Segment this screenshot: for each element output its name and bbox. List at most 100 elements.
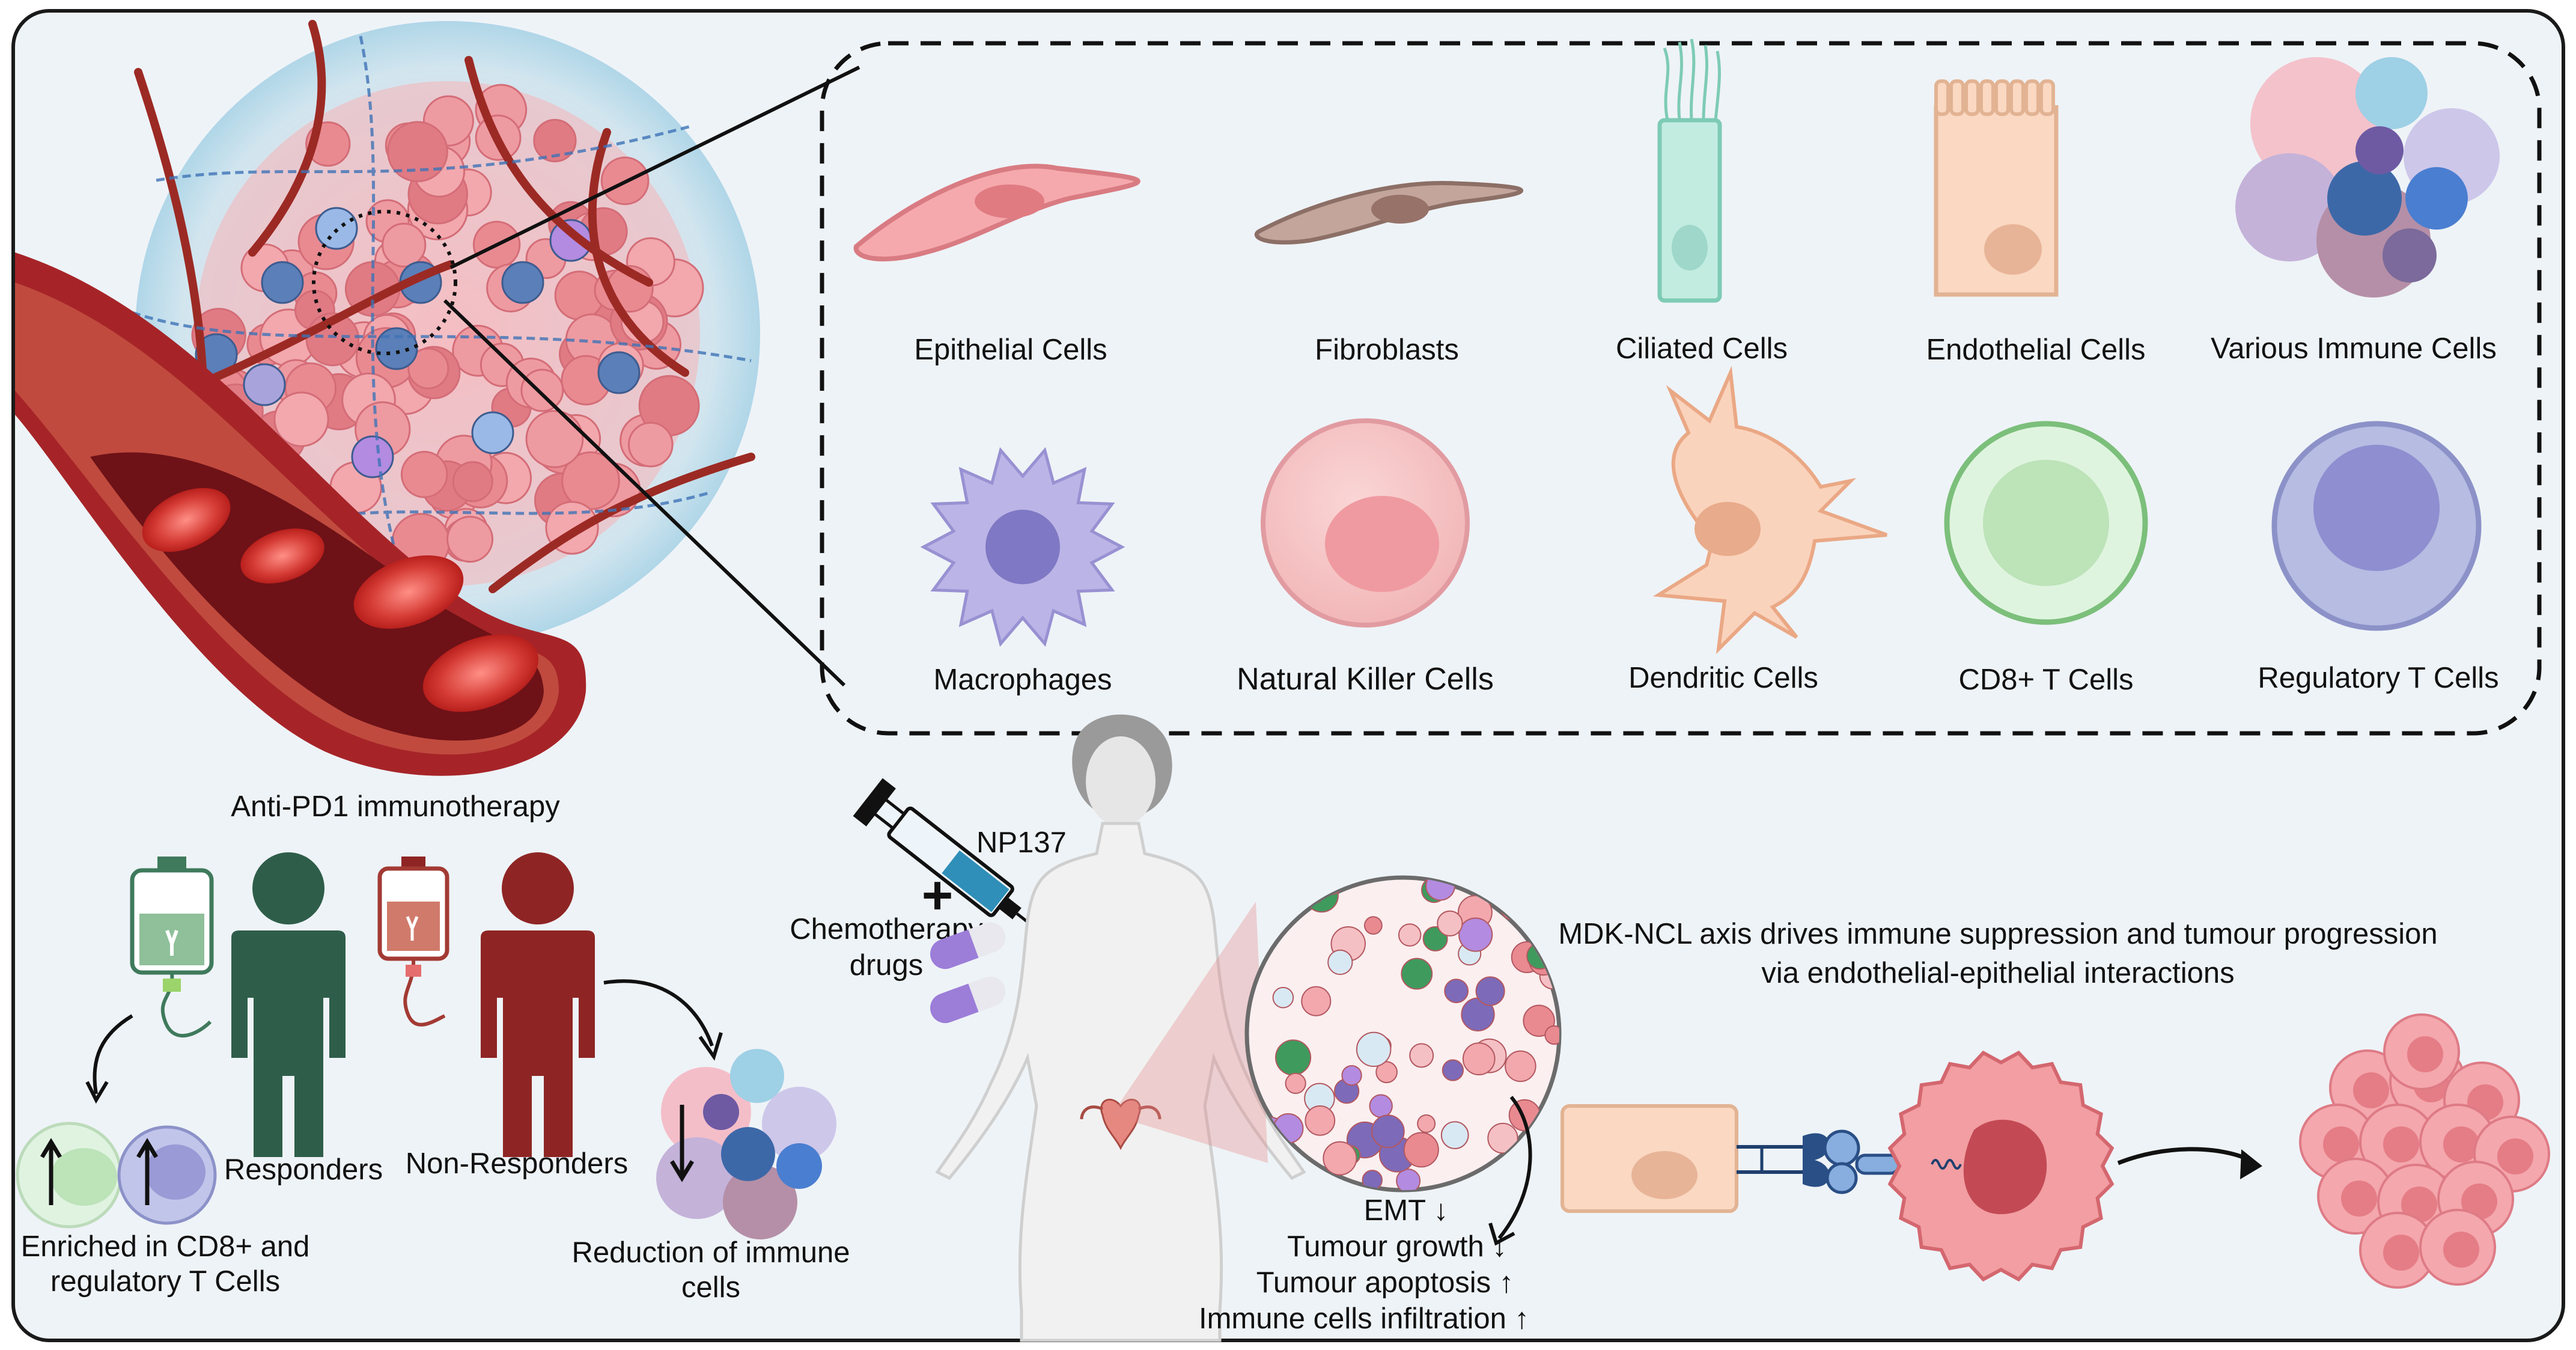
syringe-icon (853, 778, 1070, 956)
immune-cell (315, 207, 358, 250)
cluster-nucleus (2341, 1180, 2377, 1217)
lens-cell (1417, 1114, 1436, 1133)
lens-cell (1327, 949, 1353, 976)
label-dendritic-cells: Dendritic Cells (1628, 662, 1818, 694)
cluster-nucleus (2353, 1072, 2389, 1108)
epithelial-cell-icon (853, 163, 1140, 261)
lens-cell (1398, 923, 1422, 947)
mechanism-line-1: MDK-NCL axis drives immune suppression a… (1558, 918, 2437, 950)
lens-cell (1462, 1042, 1496, 1076)
immune-cell (351, 435, 394, 478)
cluster-nucleus (2383, 1126, 2419, 1162)
lens-cell (1409, 1043, 1434, 1068)
plus-sign: + (922, 866, 954, 926)
magnify-cone (1112, 902, 1268, 1163)
lens-cell (1505, 1050, 1536, 1083)
non-responder-arrow (603, 979, 714, 1047)
cluster-nucleus (2401, 1187, 2437, 1223)
various-immune-cells-icon (2235, 57, 2500, 298)
chemo-label-line-2: drugs (850, 949, 924, 982)
cluster-nucleus (2407, 1036, 2443, 1072)
lens-cell (1341, 1064, 1362, 1086)
lens-cell (1437, 910, 1463, 937)
lens-cell (1323, 1141, 1357, 1176)
lens-cell (1544, 1025, 1559, 1045)
zoom-line-top (449, 66, 860, 269)
outcome-tumour-apoptosis: Tumour apoptosis ↑ (1256, 1266, 1514, 1299)
reduced-immune-cells-icon (656, 1049, 836, 1239)
lens-cell (1401, 958, 1433, 990)
lens-cell (1363, 916, 1383, 935)
lens-cell (1444, 979, 1469, 1004)
non-responder-iv-bag-icon (377, 857, 449, 1027)
reduction-line-1: Reduction of immune (571, 1236, 850, 1269)
regulatory-t-cell-icon (2271, 421, 2482, 631)
lens-cell (1442, 1059, 1464, 1081)
cluster-nucleus (2443, 1232, 2479, 1268)
macrophage-icon (920, 447, 1125, 647)
responder-arrow (93, 1014, 133, 1095)
pill-icon (930, 922, 1006, 1024)
outcome-tumour-growth: Tumour growth ↓ (1287, 1230, 1507, 1263)
lens-cell (1375, 1061, 1398, 1084)
lens-cell (1305, 1105, 1336, 1136)
dendritic-cell-icon (1652, 365, 1888, 655)
tumour-cell (627, 421, 674, 468)
tumour-cell (525, 410, 584, 468)
cancer-cell-icon (1887, 1050, 2115, 1282)
lens-cell (1356, 1031, 1392, 1067)
zoom-line-bottom (443, 299, 846, 687)
reduction-line-2: cells (681, 1271, 740, 1304)
responder-person-icon (231, 852, 346, 1157)
immunotherapy-title: Anti-PD1 immunotherapy (231, 790, 560, 823)
lens-cell (1475, 976, 1505, 1006)
enriched-line-1: Enriched in CD8+ and (21, 1230, 310, 1263)
enriched-line-2: regulatory T Cells (50, 1265, 280, 1298)
drug-label: NP137 (976, 826, 1067, 859)
endothelial-cell-icon (1934, 79, 2059, 297)
label-macrophages: Macrophages (934, 664, 1112, 696)
immune-cell (501, 261, 544, 304)
iv-bag-icon (130, 857, 214, 1037)
tumour-cell (520, 368, 564, 412)
endothelial-epithelial-interaction-icon (1561, 1104, 1932, 1213)
blood-vessel-icon (15, 252, 586, 776)
label-various-immune-cells: Various Immune Cells (2211, 332, 2497, 365)
cd8-t-cell-icon (1944, 421, 2148, 625)
cluster-nucleus (2497, 1138, 2533, 1174)
progression-arrow (2117, 1147, 2252, 1165)
zoom-circle (312, 210, 457, 355)
tumour-cluster-icon (2299, 1013, 2550, 1289)
label-regulatory-t-cells: Regulatory T Cells (2258, 662, 2498, 694)
outcome-emt: EMT ↓ (1364, 1194, 1449, 1227)
ciliated-cell-icon (1657, 38, 1722, 303)
lens-cell (1396, 1168, 1421, 1190)
lens-cell (1440, 1121, 1469, 1149)
tumour-cell (452, 461, 493, 502)
tumour-cell (382, 222, 427, 267)
immune-cell (471, 411, 514, 454)
immune-cell (375, 327, 418, 370)
lens-cell (1369, 1094, 1393, 1118)
immune-cell (243, 363, 286, 406)
lens-cell (1371, 1114, 1405, 1149)
immune-cell (597, 351, 641, 394)
outcome-immune-infiltration: Immune cells infiltration ↑ (1199, 1303, 1529, 1335)
label-ciliated-cells: Ciliated Cells (1616, 332, 1788, 365)
cluster-nucleus (2461, 1184, 2497, 1220)
tumour-cell (400, 451, 448, 498)
cluster-nucleus (2383, 1235, 2419, 1271)
tumour-cell (407, 347, 449, 389)
uterus-icon (1080, 1098, 1162, 1150)
label-fibroblasts: Fibroblasts (1315, 334, 1459, 366)
natural-killer-cell-icon (1261, 418, 1470, 628)
label-natural-killer-cells: Natural Killer Cells (1237, 662, 1494, 697)
lens-cell (1523, 1004, 1555, 1037)
lens-cell (1285, 1072, 1306, 1095)
lens-cell (1487, 1122, 1518, 1154)
cluster-nucleus (2443, 1126, 2479, 1162)
fibroblast-icon (1254, 180, 1524, 245)
mechanism-line-2: via endothelial-epithelial interactions (1761, 957, 2234, 989)
lens-cell (1458, 917, 1493, 952)
